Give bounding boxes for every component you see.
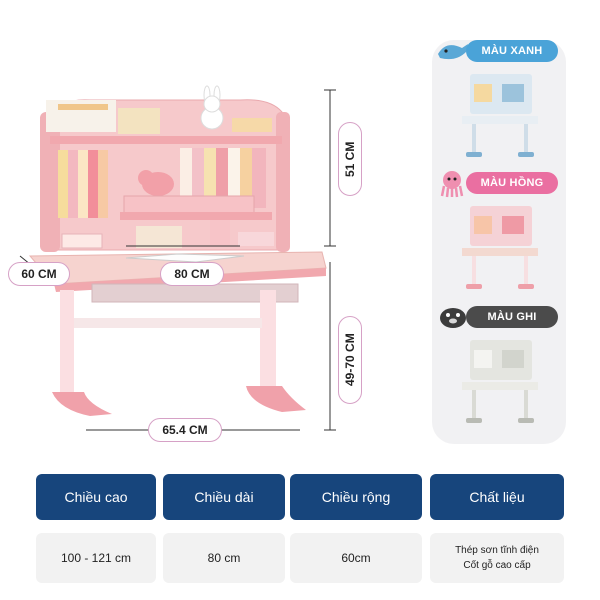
base-width-label: 65.4 CM [148,418,222,442]
desk-thumbnail-pink [462,206,538,289]
material-line: Cốt gỗ cao cấp [463,560,531,571]
desk-thumbnail-blue [462,74,538,157]
shark-icon [438,44,468,60]
desk-illustration [19,85,336,431]
spec-value-material: Thép sơn tĩnh điện Cốt gỗ cao cấp [430,533,564,583]
octopus-icon [440,171,464,198]
variant-label: MÀU GHI [466,306,558,328]
material-line: Thép sơn tĩnh điện [455,545,539,556]
spec-header-width: Chiều rộng [290,474,422,520]
variant-label: MÀU HỒNG [466,172,558,194]
spec-header-length: Chiều dài [163,474,285,520]
depth-label: 60 CM [8,262,70,286]
spec-value-length: 80 cm [163,533,285,583]
shelf-height-label: 51 CM [338,122,362,196]
spec-header-material: Chất liệu [430,474,564,520]
spec-value-height: 100 - 121 cm [36,533,156,583]
desk-thumbnail-grey [462,340,538,423]
variant-label: MÀU XANH [466,40,558,62]
height-range-label: 49-70 CM [338,316,362,404]
spec-header-height: Chiều cao [36,474,156,520]
seal-icon [440,308,466,328]
width-label: 80 CM [160,262,224,286]
spec-value-width: 60cm [290,533,422,583]
color-variants-panel: MÀU XANH MÀU HỒNG [432,40,566,444]
